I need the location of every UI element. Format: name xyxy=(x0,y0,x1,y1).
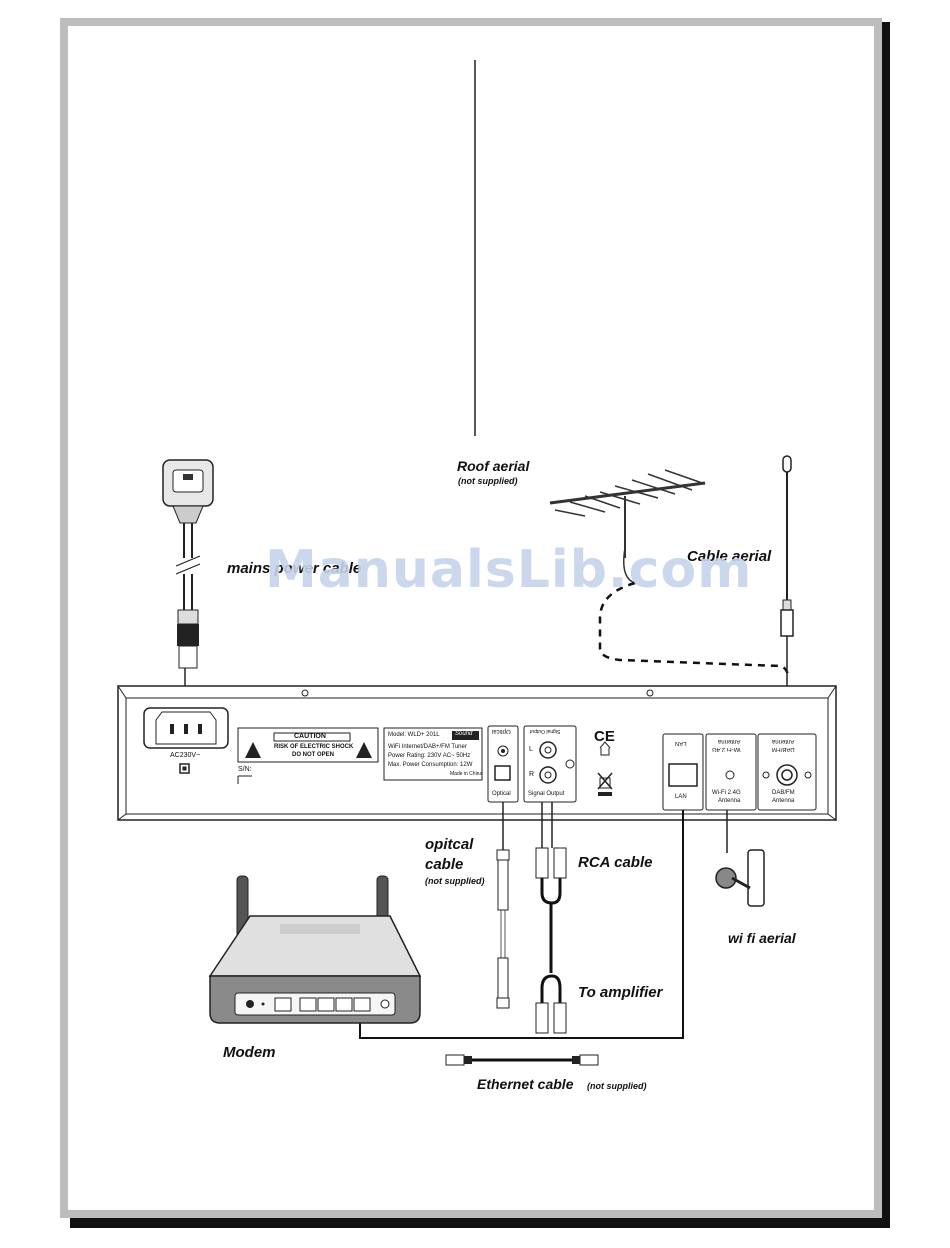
wifi-bottom-label: Wi-Fi 2.4G xyxy=(712,790,741,796)
wifi-antenna-top-label: Antenna xyxy=(718,738,741,744)
dab-bottom-label: DAB/FM xyxy=(772,790,795,796)
to-amplifier-label: To amplifier xyxy=(578,984,663,1001)
optical-top-label: Optical xyxy=(492,728,511,734)
dab-antenna-top-label: Antenna xyxy=(772,738,795,744)
mains-plug-icon xyxy=(162,459,214,708)
page-frame: Roof aerial (not supplied) Cable aerial … xyxy=(60,18,890,1228)
optical-cable-not-supplied: (not supplied) xyxy=(425,876,485,886)
connection-diagram xyxy=(60,18,890,1228)
watermark: ManualsLib.com xyxy=(265,540,753,600)
ethernet-cable-not-supplied: (not supplied) xyxy=(587,1081,647,1091)
serial-number-label: S/N: xyxy=(238,766,252,773)
dab-antenna-bottom-label: Antenna xyxy=(772,798,795,804)
modem-icon xyxy=(208,875,422,1024)
roof-aerial-label: Roof aerial xyxy=(457,458,530,474)
model-label: Model: WLD+ 201L xyxy=(388,732,440,738)
roof-aerial-icon xyxy=(549,469,706,584)
optical-cable-label-line2: cable xyxy=(425,856,464,873)
caution-line2: DO NOT OPEN xyxy=(292,752,335,758)
lan-top-label: LAN xyxy=(675,740,687,746)
ac-voltage-label: AC230V~ xyxy=(170,752,201,759)
ce-mark: CE xyxy=(594,728,615,745)
right-channel-label: R xyxy=(529,771,535,778)
rca-cable-label: RCA cable xyxy=(578,854,653,871)
wifi-aerial-label: wi fi aerial xyxy=(728,930,796,946)
caution-title: CAUTION xyxy=(294,733,326,740)
signal-output-top-label: Signal Output xyxy=(530,728,561,734)
roof-aerial-not-supplied: (not supplied) xyxy=(458,476,518,486)
power-rating: Power Rating: 230V AC~ 50Hz xyxy=(388,753,471,759)
product-description: WiFi Internet/DAB+/FM Tuner xyxy=(388,744,467,750)
page-inner xyxy=(68,26,874,1210)
dab-top-label: DAB/FM xyxy=(772,746,795,752)
wifi-top-label: Wi-Fi 2.4G xyxy=(712,746,741,752)
wifi-antenna-bottom-label: Antenna xyxy=(718,798,741,804)
mains-cable-label: mains power cable xyxy=(227,560,362,577)
optical-bottom-label: Optical xyxy=(492,791,511,797)
modem-label: Modem xyxy=(223,1044,276,1061)
cable-aerial-icon xyxy=(780,455,794,733)
rca-cable-icon xyxy=(535,802,567,1034)
signal-output-bottom-label: Signal Output xyxy=(528,791,565,797)
brand-logo: Sound xyxy=(455,731,473,737)
left-channel-label: L xyxy=(529,746,533,753)
optical-cable-label-line1: opitcal xyxy=(425,836,474,853)
optical-cable-icon xyxy=(496,802,510,1009)
aerial-dashed-cable xyxy=(598,581,790,679)
ethernet-cable-icon xyxy=(445,1054,599,1066)
lan-bottom-label: LAN xyxy=(675,794,687,800)
ethernet-cable-label: Ethernet cable xyxy=(477,1076,574,1092)
caution-line1: RISK OF ELECTRIC SHOCK xyxy=(274,744,354,750)
cable-aerial-label: Cable aerial xyxy=(687,548,772,565)
made-in-label: Made in China xyxy=(450,771,483,777)
rear-panel xyxy=(117,685,837,821)
max-power: Max. Power Consumption: 12W xyxy=(388,762,473,768)
wifi-aerial-icon xyxy=(715,810,765,907)
